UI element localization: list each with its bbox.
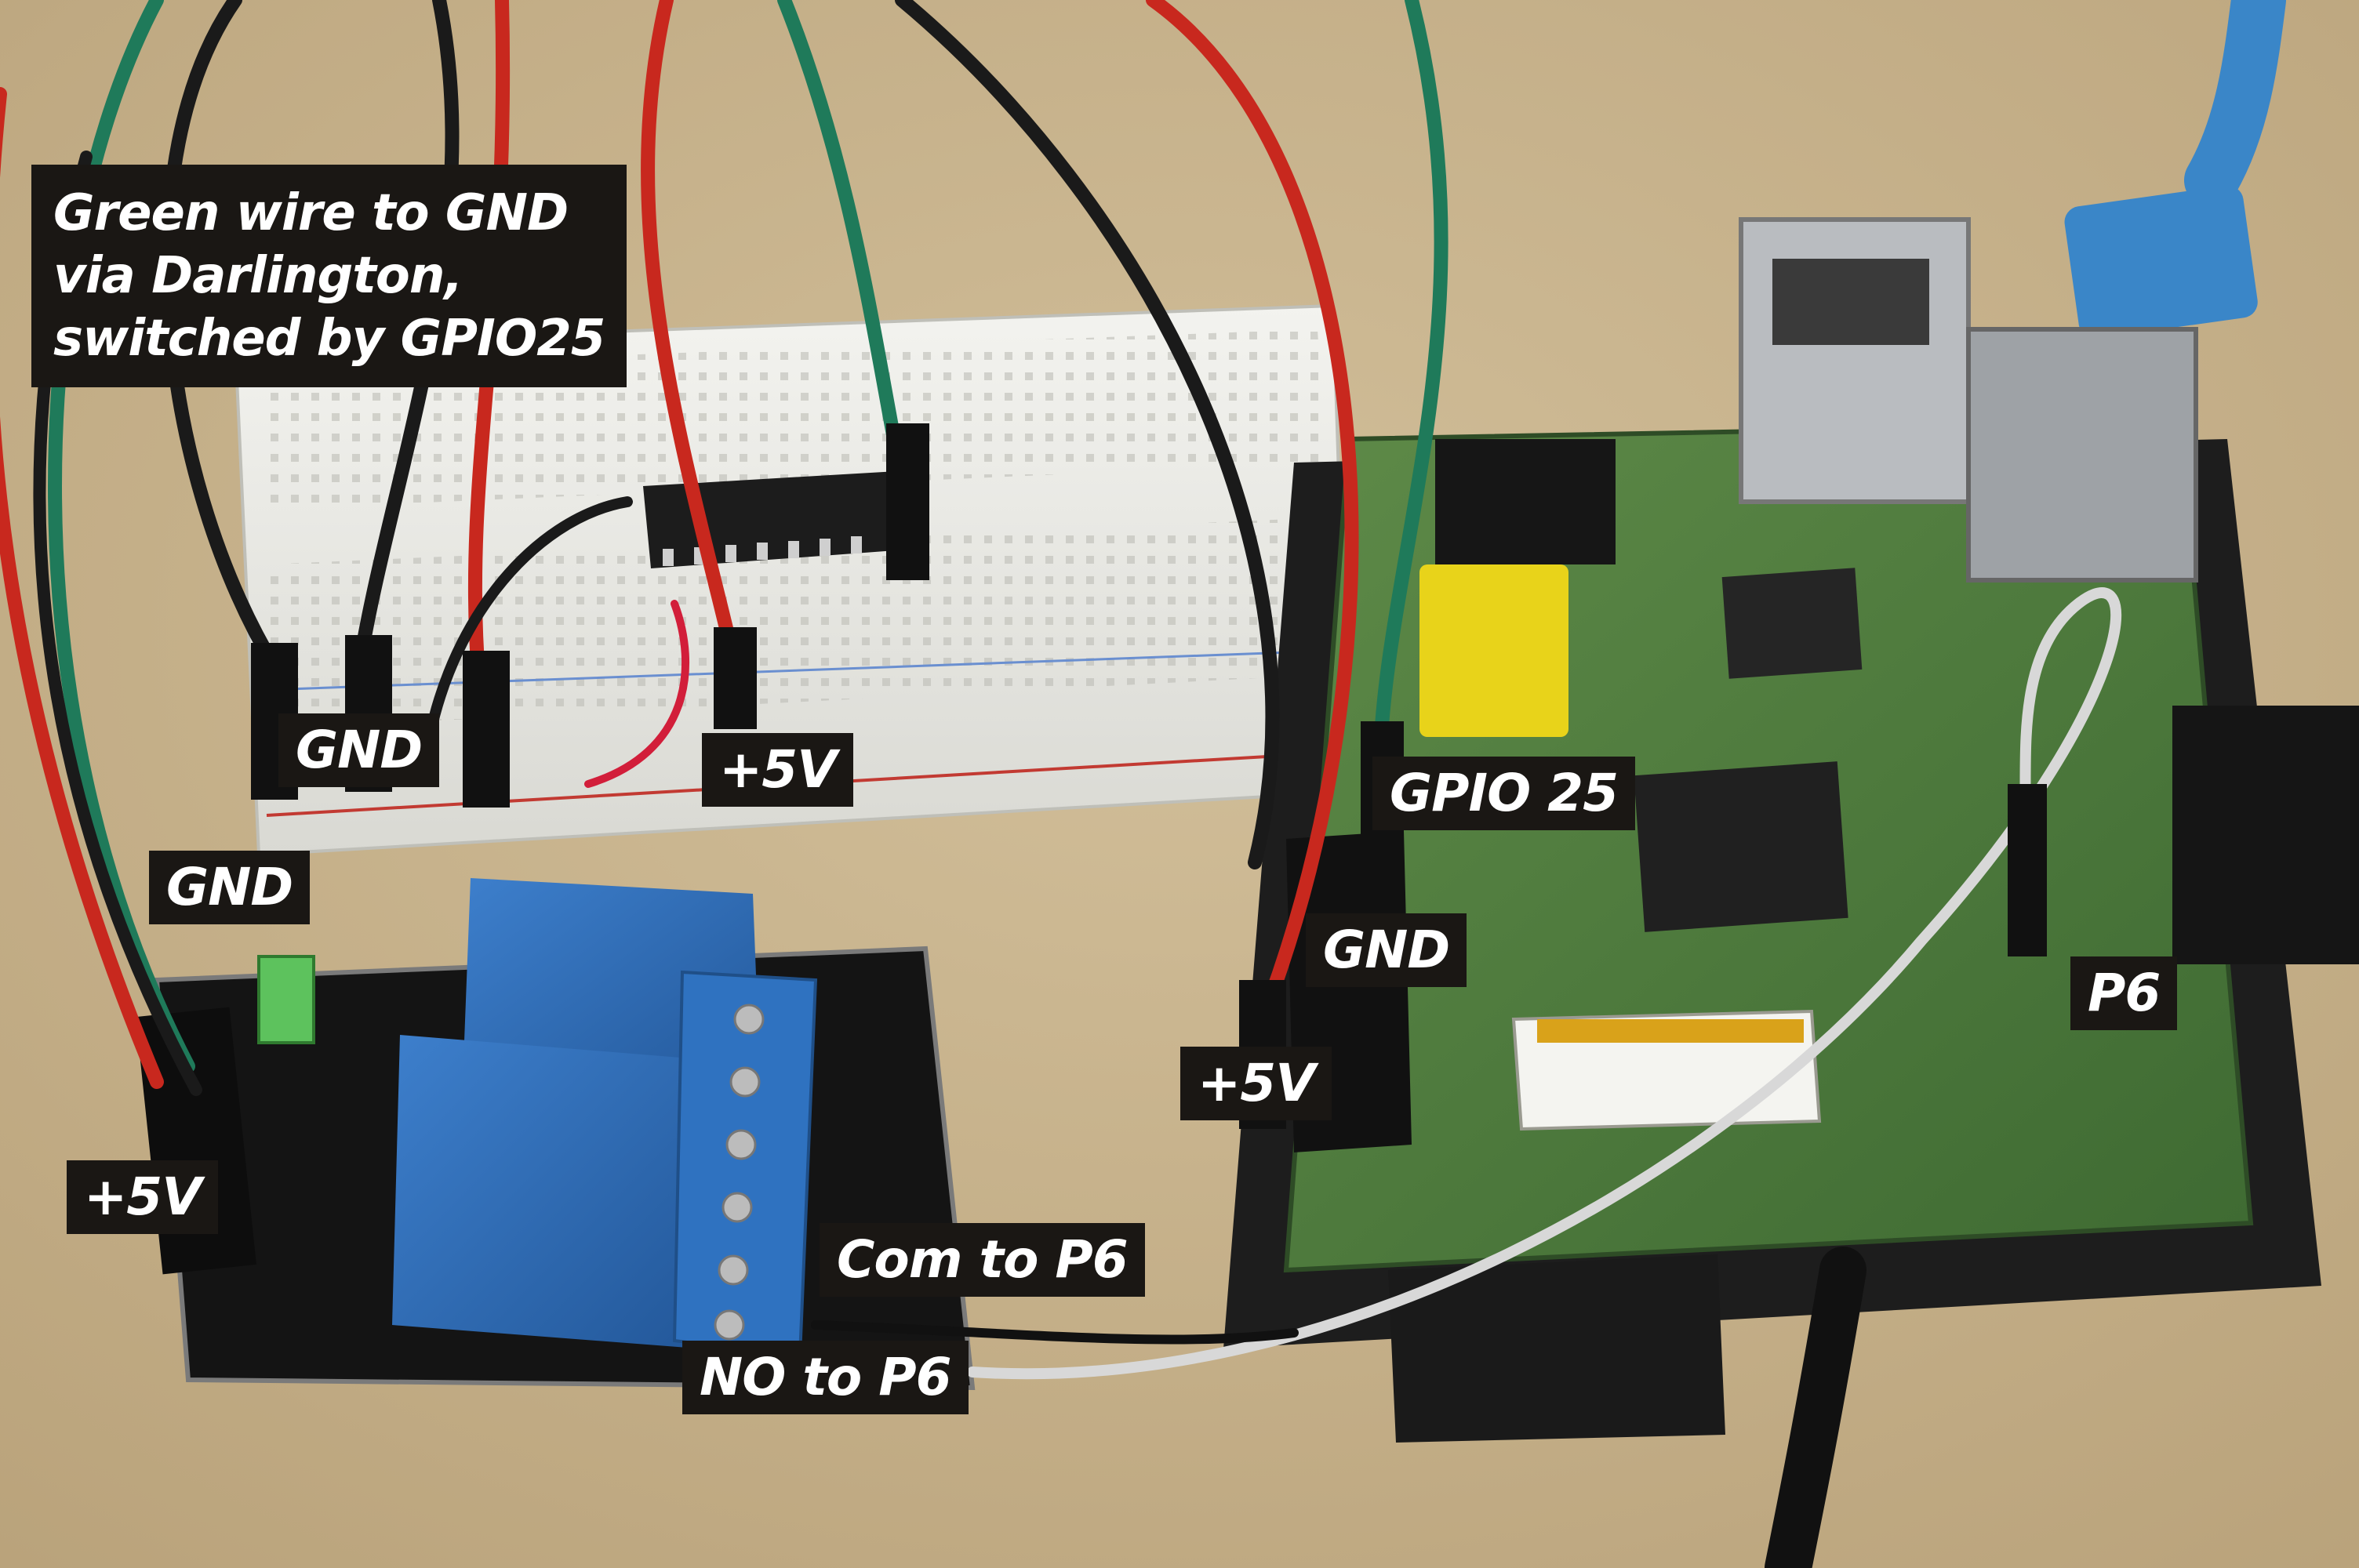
label-breadboard-5v: +5V bbox=[702, 733, 854, 807]
caption-box: Green wire to GND via Darlington, switch… bbox=[31, 165, 627, 387]
label-relay-5v: +5V bbox=[67, 1160, 219, 1234]
breadboard bbox=[233, 303, 1351, 857]
label-com-to-p6: Com to P6 bbox=[820, 1223, 1145, 1297]
caption-line-2: via Darlington, bbox=[53, 247, 463, 305]
label-no-to-p6: NO to P6 bbox=[682, 1341, 969, 1414]
label-relay-gnd: GND bbox=[149, 851, 311, 924]
label-breadboard-gnd: GND bbox=[278, 713, 440, 787]
label-pi-gpio25: GPIO 25 bbox=[1372, 757, 1636, 830]
ethernet-cable bbox=[2064, 0, 2286, 339]
label-pi-p6: P6 bbox=[2070, 956, 2178, 1030]
caption-line-3: switched by GPIO25 bbox=[53, 310, 605, 368]
raspberry-pi bbox=[1223, 217, 2359, 1443]
relay-module bbox=[136, 878, 976, 1391]
label-pi-gnd: GND bbox=[1306, 913, 1467, 987]
caption-line-1: Green wire to GND bbox=[53, 184, 569, 242]
label-pi-5v: +5V bbox=[1180, 1047, 1332, 1120]
